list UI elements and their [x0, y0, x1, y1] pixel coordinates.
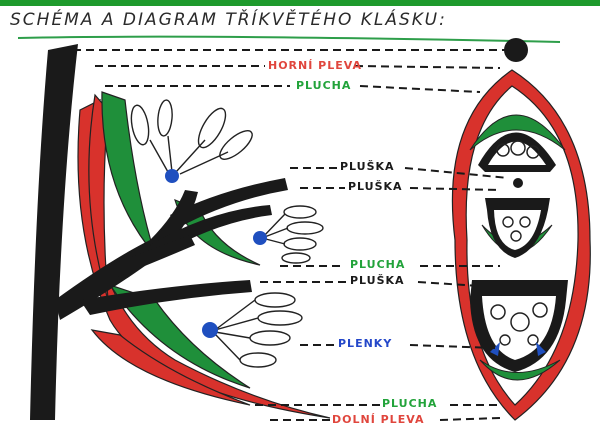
stamens-bottom — [215, 293, 302, 367]
leader-lines — [60, 50, 508, 420]
label-plucha-middle: PLUCHA — [350, 258, 405, 271]
axis-dot-middle — [513, 178, 523, 188]
label-pluska-2: PLUŠKA — [348, 180, 403, 193]
lodicule-middle — [253, 231, 267, 245]
label-pluska-3: PLUŠKA — [350, 274, 405, 287]
label-plenky: PLENKY — [338, 337, 392, 350]
stamens-top — [129, 99, 257, 174]
label-plucha-top: PLUCHA — [296, 79, 351, 92]
label-horni-pleva: HORNÍ PLEVA — [268, 59, 362, 72]
lodicule-top — [165, 169, 179, 183]
axis-main — [30, 44, 78, 420]
title-underline — [18, 37, 560, 42]
label-dolni-pleva: DOLNÍ PLEVA — [332, 413, 425, 426]
label-plucha-bottom: PLUCHA — [382, 397, 437, 410]
axis-dot-top — [504, 38, 528, 62]
lemma-shape-1 — [102, 92, 155, 255]
lodicule-bottom — [202, 322, 218, 338]
label-pluska-1: PLUŠKA — [340, 160, 395, 173]
